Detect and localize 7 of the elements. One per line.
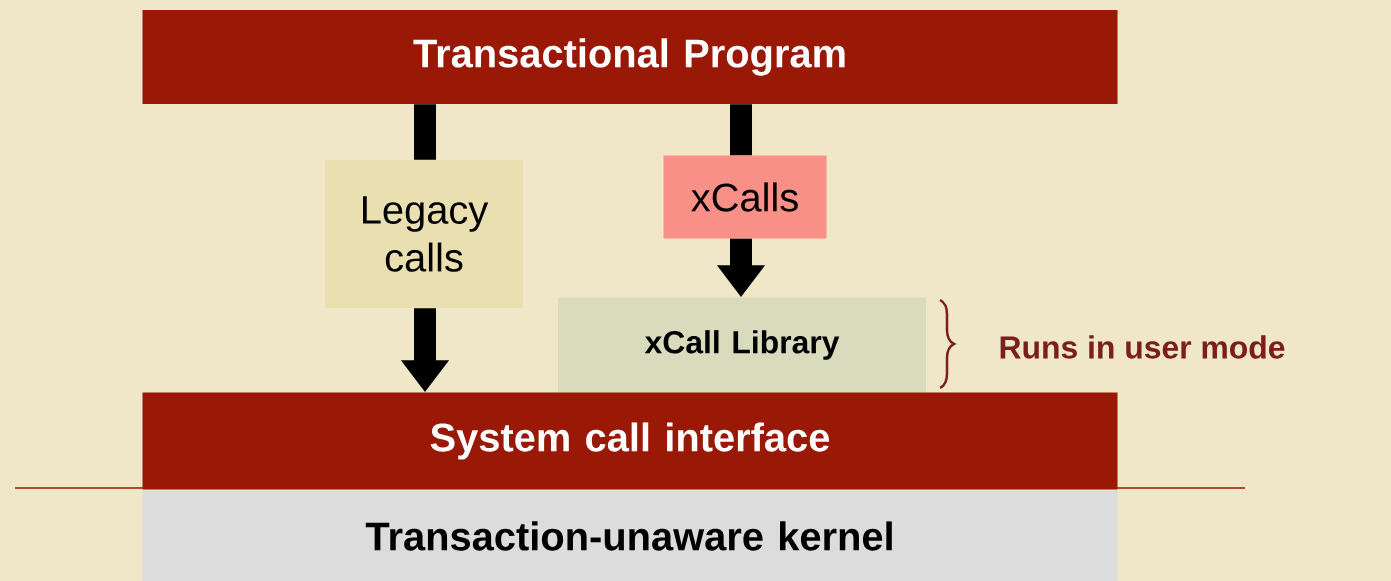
title-bar: Transactional Program — [142, 10, 1118, 104]
process-box: xCalls — [663, 155, 827, 239]
kernel-bar: Transaction-unaware kernel — [142, 490, 1118, 581]
process-box: Legacy calls — [325, 160, 523, 308]
library-box: xCall Library — [558, 297, 926, 393]
annotation-text: Runs in user mode — [1000, 335, 1285, 359]
interface-bar: System call interface — [142, 392, 1118, 490]
